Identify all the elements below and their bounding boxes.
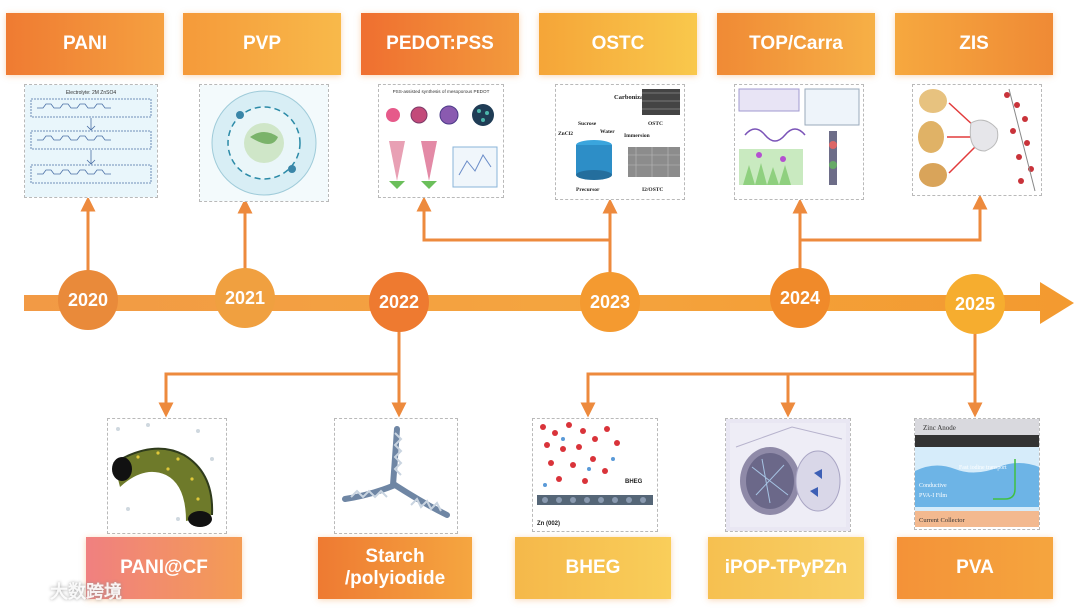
thumb-zis (912, 84, 1042, 196)
year-2024: 2024 (770, 268, 830, 328)
ostc-immersion-text: Immersion (624, 133, 650, 139)
thumb-ostc: Carbonization Sucrose Water ZnCl2 Immers… (555, 84, 685, 200)
ostc-i2-text: I2/OSTC (642, 187, 663, 193)
top-label-ostc: OSTC (539, 13, 697, 75)
thumb-starch-polyiodide (334, 418, 458, 534)
pva-transport-text: Fast iodine transport (959, 465, 1007, 471)
pedot-figure-title: PSS-assisted synthesis of mesoporous PED… (393, 89, 490, 94)
bottom-label-bheg: BHEG (515, 537, 671, 599)
bheg-figure-label: BHEG (625, 479, 643, 485)
ostc-label-text: OSTC (648, 121, 663, 127)
year-2022: 2022 (369, 272, 429, 332)
bottom-label-pva: PVA (897, 537, 1053, 599)
pani-figure-title: Electrolyte: 2M ZnSO4 (66, 90, 117, 96)
ostc-sucrose-text: Sucrose (578, 121, 597, 127)
bheg-zn-label: Zn (002) (537, 521, 560, 527)
bottom-label-starch-polyiodide: Starch /polyiodide (318, 537, 472, 599)
top-label-pani: PANI (6, 13, 164, 75)
top-label-pedot-pss: PEDOT:PSS (361, 13, 519, 75)
watermark: 大数跨境 (10, 578, 122, 604)
thumb-ipop-tpypzn (725, 418, 851, 532)
ostc-carbonization-text: Carbonization (614, 94, 654, 101)
thumb-pedot-pss: PSS-assisted synthesis of mesoporous PED… (378, 84, 504, 198)
ostc-water-text: Water (600, 129, 615, 135)
timeline-arrow (24, 282, 1074, 324)
year-2020: 2020 (58, 270, 118, 330)
thumb-bheg: BHEG Zn (002) (532, 418, 658, 532)
thumb-pvp (199, 84, 329, 202)
thumb-pva: Zinc Anode Fast iodine transport Conduct… (914, 418, 1040, 530)
watermark-text: 大数跨境 (50, 582, 122, 602)
thumb-pani-cf (107, 418, 227, 534)
thumb-top-carra (734, 84, 864, 200)
ostc-precursor-text: Precursor (576, 187, 600, 193)
year-2023: 2023 (580, 272, 640, 332)
pva-collector-text: Current Collector (919, 517, 966, 524)
year-2021: 2021 (215, 268, 275, 328)
watermark-logo-icon (12, 581, 44, 601)
pva-film2-text: PVA-I Film (919, 493, 947, 499)
top-label-top-carra: TOP/Carra (717, 13, 875, 75)
pva-zinc-anode-text: Zinc Anode (923, 424, 956, 432)
year-2025: 2025 (945, 274, 1005, 334)
bottom-label-ipop-tpypzn: iPOP-TPyPZn (708, 537, 864, 599)
top-label-zis: ZIS (895, 13, 1053, 75)
ostc-zncl-text: ZnCl2 (558, 131, 573, 137)
top-label-pvp: PVP (183, 13, 341, 75)
pva-film1-text: Conductive (919, 483, 947, 489)
thumb-pani: Electrolyte: 2M ZnSO4 (24, 84, 158, 198)
